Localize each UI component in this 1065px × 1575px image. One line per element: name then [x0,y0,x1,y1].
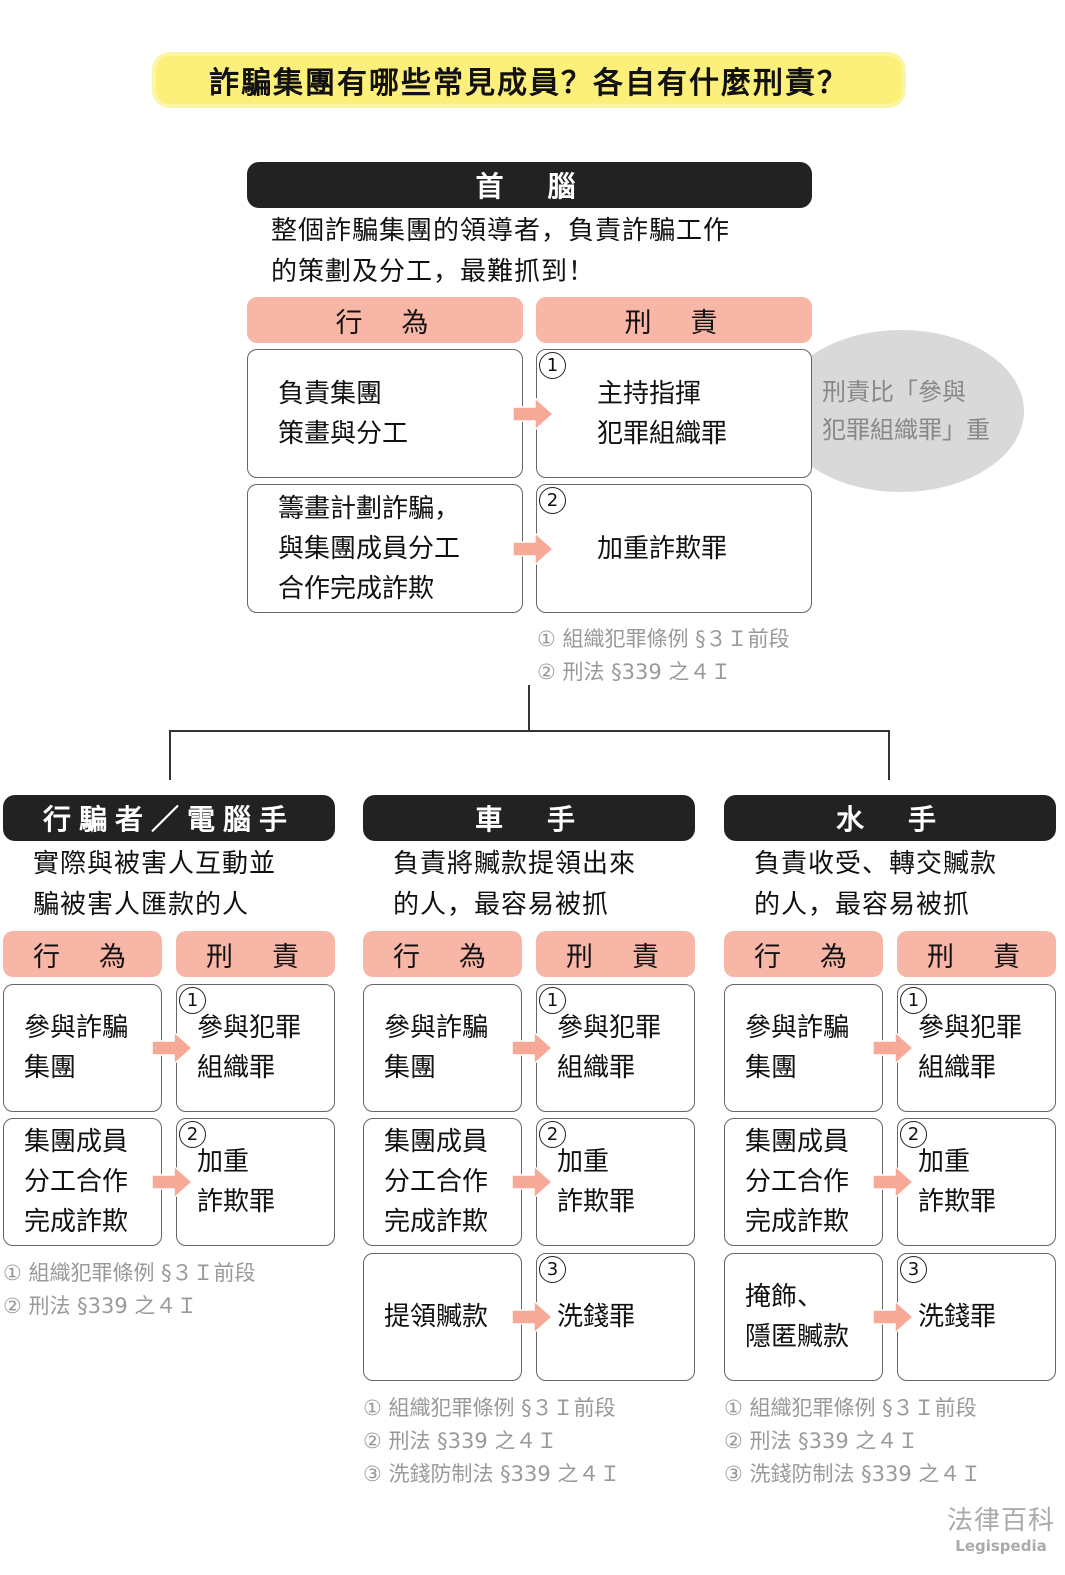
legal-reference-note: ① 組織犯罪條例 §３Ｉ前段 [724,1396,977,1420]
penalty-text: 加重詐欺罪 [597,533,728,564]
action-text: 集團成員 分工合作 完成詐欺 [384,1127,489,1237]
penalty-text: 加重 詐欺罪 [918,1147,997,1217]
penalty-text: 參與犯罪 組織罪 [557,1013,662,1083]
circled-number: 2 [539,487,566,514]
penalty-text: 加重 詐欺罪 [197,1147,276,1217]
member-description: 負責收受、轉交贓款 [754,849,998,879]
circled-number: 1 [539,987,566,1014]
connector-line [169,730,171,780]
penalty-box: 1 主持指揮 犯罪組織罪 [536,349,812,478]
legal-reference-note: ③ 洗錢防制法 §339 之４Ｉ [363,1462,621,1486]
circled-number: 2 [179,1121,206,1148]
connector-line [169,730,890,732]
action-text: 提領贓款 [384,1302,489,1332]
penalty-text: 參與犯罪 組織罪 [918,1013,1023,1083]
arrow-icon [871,1164,915,1200]
penalty-box: 3 洗錢罪 [536,1253,695,1381]
column-header-penalty: 刑 責 [536,931,695,977]
circled-number: 2 [900,1121,927,1148]
circled-number: 2 [539,1121,566,1148]
penalty-text: 洗錢罪 [557,1302,636,1332]
action-text: 集團成員 分工合作 完成詐欺 [745,1127,850,1237]
arrow-icon [511,395,555,432]
logo: 法律百科 Legispedia [947,1500,1055,1555]
member-title-bar: 首 腦 [247,162,812,208]
circled-number: 1 [900,987,927,1014]
connector-line [888,730,890,780]
arrow-icon [871,1030,915,1066]
page-title: 詐騙集團有哪些常見成員？各自有什麼刑責？ [152,52,906,108]
circled-number: 1 [539,352,566,379]
member-description: 騙被害人匯款的人 [33,890,250,920]
action-text: 參與詐騙 集團 [24,1013,129,1083]
member-description: 負責將贓款提領出來 [393,849,637,879]
action-box: 參與詐騙 集團 [724,984,883,1112]
member-description: 實際與被害人互動並 [33,849,277,879]
action-box: 參與詐騙 集團 [363,984,522,1112]
legal-reference-note: ② 刑法 §339 之４Ｉ [724,1429,919,1453]
column-header-action: 行 為 [247,297,523,343]
action-box: 籌畫計劃詐騙， 與集團成員分工 合作完成詐欺 [247,484,523,613]
penalty-text: 主持指揮 犯罪組織罪 [597,378,728,449]
member-title-bar: 車 手 [363,795,695,841]
legal-reference-note: ② 刑法 §339 之４Ｉ [363,1429,558,1453]
connector-line [528,685,530,731]
legal-reference-note: ① 組織犯罪條例 §３Ｉ前段 [3,1261,256,1285]
column-header-penalty: 刑 責 [536,297,812,343]
member-title-bar: 水 手 [724,795,1056,841]
legal-reference-note: ① 組織犯罪條例 §３Ｉ前段 [537,627,790,651]
member-title-bar: 行騙者／電腦手 [3,795,335,841]
action-box: 集團成員 分工合作 完成詐欺 [3,1118,162,1246]
column-header-penalty: 刑 責 [176,931,335,977]
circled-number: 3 [900,1256,927,1283]
penalty-box: 2 加重詐欺罪 [536,484,812,613]
arrow-icon [150,1030,194,1066]
member-description: 的人，最容易被抓 [754,890,971,920]
action-box: 掩飾、 隱匿贓款 [724,1253,883,1381]
action-box: 參與詐騙 集團 [3,984,162,1112]
arrow-icon [510,1164,554,1200]
column-header-penalty: 刑 責 [897,931,1056,977]
penalty-text: 加重 詐欺罪 [557,1147,636,1217]
legal-reference-note: ② 刑法 §339 之４Ｉ [537,660,732,684]
action-text: 參與詐騙 集團 [384,1013,489,1083]
action-box: 集團成員 分工合作 完成詐欺 [724,1118,883,1246]
circled-number: 3 [539,1256,566,1283]
action-box: 集團成員 分工合作 完成詐欺 [363,1118,522,1246]
column-header-action: 行 為 [724,931,883,977]
arrow-icon [150,1164,194,1200]
action-text: 集團成員 分工合作 完成詐欺 [24,1127,129,1237]
member-description: 的策劃及分工，最難抓到！ [271,257,596,287]
legal-reference-note: ① 組織犯罪條例 §３Ｉ前段 [363,1396,616,1420]
column-header-action: 行 為 [3,931,162,977]
column-header-action: 行 為 [363,931,522,977]
logo-zh: 法律百科 [946,1506,1055,1536]
penalty-box: 3 洗錢罪 [897,1253,1056,1381]
arrow-icon [510,1030,554,1066]
arrow-icon [511,530,555,567]
arrow-icon [510,1299,554,1335]
circled-number: 1 [179,987,206,1014]
action-box: 負責集團 策畫與分工 [247,349,523,478]
legal-reference-note: ② 刑法 §339 之４Ｉ [3,1294,198,1318]
action-text: 負責集團 策畫與分工 [278,378,409,449]
action-text: 籌畫計劃詐騙， 與集團成員分工 合作完成詐欺 [278,493,461,604]
arrow-icon [871,1299,915,1335]
member-description: 整個詐騙集團的領導者，負責詐騙工作 [271,216,731,246]
action-box: 提領贓款 [363,1253,522,1381]
penalty-text: 洗錢罪 [918,1302,997,1332]
action-text: 掩飾、 隱匿贓款 [745,1282,850,1352]
speech-bubble: 刑責比「參與 犯罪組織罪」重 [778,330,1024,492]
penalty-text: 參與犯罪 組織罪 [197,1013,302,1083]
member-description: 的人，最容易被抓 [393,890,610,920]
logo-en: Legispedia [955,1537,1047,1555]
legal-reference-note: ③ 洗錢防制法 §339 之４Ｉ [724,1462,982,1486]
action-text: 參與詐騙 集團 [745,1013,850,1083]
